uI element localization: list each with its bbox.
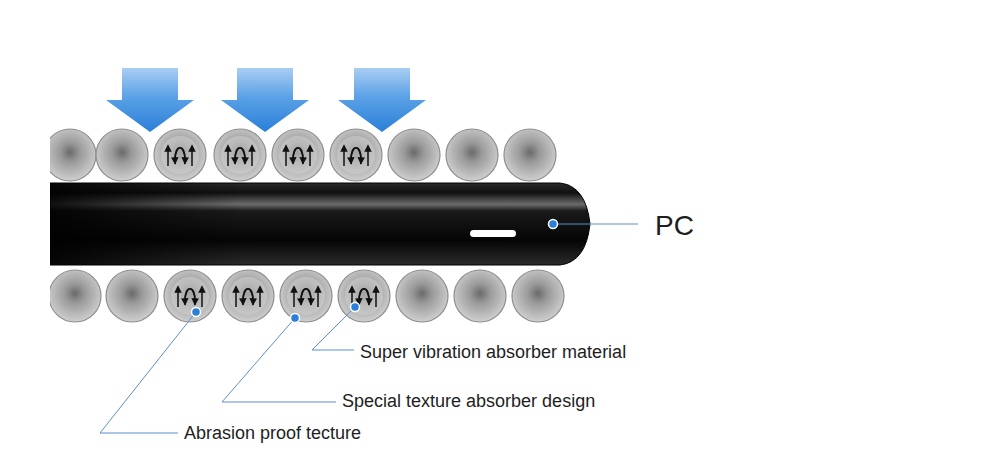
absorber-ball xyxy=(164,270,216,322)
leader-lines xyxy=(100,224,638,433)
pressure-arrow xyxy=(338,68,426,132)
absorber-ball xyxy=(338,270,390,322)
callout-label: Abrasion proof tecture xyxy=(184,423,361,444)
absorber-ball xyxy=(388,129,440,181)
callout-label: Super vibration absorber material xyxy=(360,342,626,363)
pressure-arrows xyxy=(106,68,426,132)
absorber-ball xyxy=(214,129,266,181)
absorber-ball xyxy=(222,270,274,322)
absorber-ball xyxy=(396,270,448,322)
callout-label: Special texture absorber design xyxy=(342,391,595,412)
absorber-ball xyxy=(280,270,332,322)
absorber-ball xyxy=(106,270,158,322)
absorber-ball xyxy=(446,129,498,181)
absorber-ball xyxy=(50,270,101,322)
absorber-ball xyxy=(330,129,382,181)
pc-body xyxy=(50,183,590,265)
absorber-ball xyxy=(512,270,564,322)
pressure-arrow xyxy=(221,68,309,132)
material-label: PC xyxy=(655,210,694,242)
leader-dots xyxy=(192,220,558,323)
pressure-arrow xyxy=(106,68,194,132)
absorber-ball xyxy=(96,129,148,181)
absorber-ball xyxy=(454,270,506,322)
absorber-ball xyxy=(504,129,556,181)
absorber-ball xyxy=(272,129,324,181)
absorber-ball xyxy=(50,129,96,181)
absorber-ball xyxy=(154,129,206,181)
